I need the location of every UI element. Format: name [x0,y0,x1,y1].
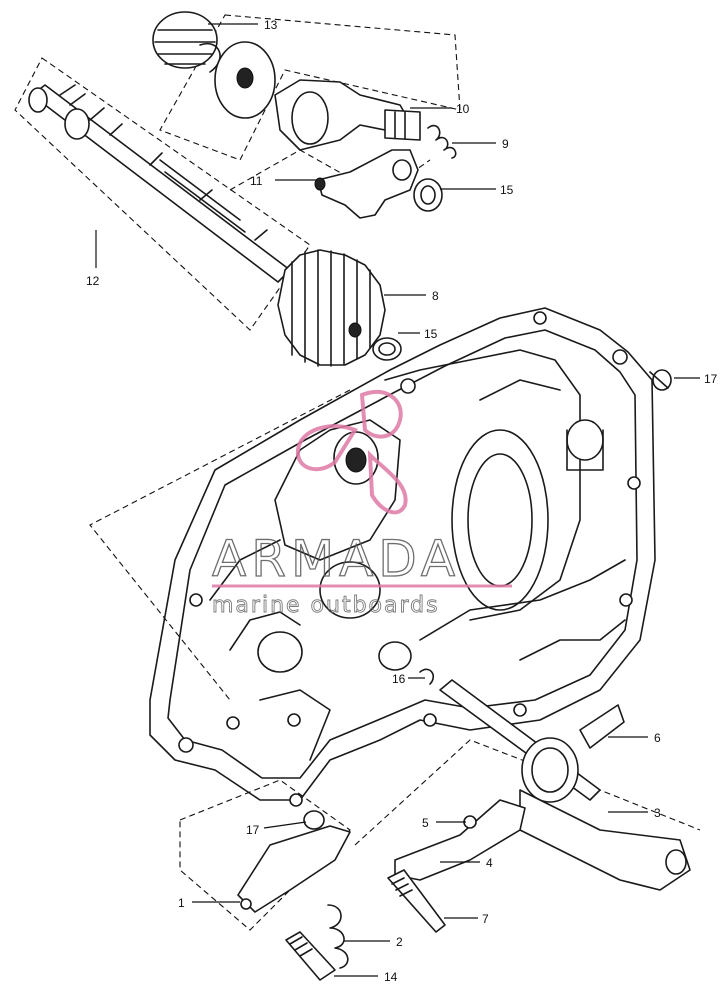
callout-17-upper: 17 [704,372,718,386]
part-11-pawl [314,149,419,219]
part-9-spring [427,124,457,159]
callout-15-upper: 15 [500,183,514,197]
part-2-spring [327,904,349,969]
part-6-shift-shaft [439,679,625,803]
part-10-arm [274,79,421,151]
part-15-washer-upper [413,178,443,212]
callout-7: 7 [482,912,489,926]
part-1-plate [237,825,351,913]
callout-15-lower: 15 [424,327,438,341]
part-3-arm [519,789,691,891]
callout-1: 1 [178,896,185,910]
callout-5: 5 [422,816,429,830]
armada-watermark: ARMADA marine outboards [211,389,512,618]
part-17-dowel-upper [649,369,672,391]
part-12-shaft [28,84,291,283]
callout-8: 8 [432,289,439,303]
callout-4: 4 [486,856,493,870]
part-14-bolt [285,931,336,981]
callout-11: 11 [250,174,263,188]
callout-14: 14 [384,970,398,984]
watermark-brand: ARMADA [212,530,460,588]
watermark-tagline: marine outboards [212,593,440,618]
callout-9: 9 [502,137,509,151]
callout-17-lower: 17 [246,823,260,837]
part-15-washer-lower [372,337,402,361]
callout-10: 10 [456,102,470,116]
part-13-spring [152,11,221,73]
callout-12: 12 [86,274,100,288]
callout-16: 16 [392,672,406,686]
part-7-bolt [387,869,446,933]
bolt-holes [178,311,641,807]
propeller-logo [295,389,408,515]
crankcase [149,307,656,807]
callout-13: 13 [264,18,278,32]
callout-2: 2 [396,935,403,949]
part-plate [214,41,276,119]
part-16-clip [419,668,435,685]
part-4-lever [394,799,526,881]
leader-lines [95,23,700,977]
part-8-gear [277,249,386,367]
part-17-dowel-lower [303,810,325,830]
callout-6: 6 [654,731,661,745]
callout-3: 3 [654,806,661,820]
callout-numbers: 13 10 9 11 15 12 8 15 17 16 6 3 5 17 4 1… [86,18,718,984]
